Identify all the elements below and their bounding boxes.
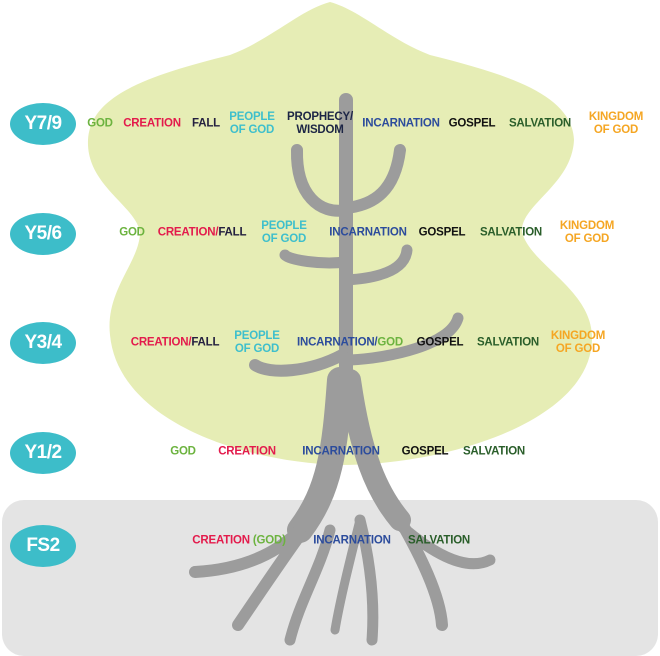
fall-part: FALL (218, 226, 247, 239)
label-line: KINGDOM (588, 111, 644, 123)
topic-salvation: SALVATION (508, 117, 572, 130)
topic-salvation: SALVATION (462, 445, 526, 458)
topic-incarnation: INCARNATION (313, 534, 391, 547)
god-part: GOD (377, 336, 404, 349)
topic-creation: CREATION (123, 117, 181, 130)
topic-prophecy-wisdom: PROPHECY/WISDOM (287, 111, 353, 137)
label-line: KINGDOM (559, 220, 615, 232)
incarnation-part: INCARNATION/ (296, 336, 378, 349)
topic-god: GOD (170, 445, 196, 458)
label-line: OF GOD (261, 233, 307, 245)
topic-gospel: GOSPEL (418, 226, 466, 239)
tree-trunk (189, 93, 496, 646)
label-line: OF GOD (229, 124, 275, 136)
topic-salvation: SALVATION (479, 226, 543, 239)
god-part: (GOD) (252, 534, 286, 547)
label-line: WISDOM (296, 124, 344, 136)
label-line: OF GOD (593, 124, 639, 136)
topic-gospel: GOSPEL (401, 445, 449, 458)
topic-creation-fall: CREATION/FALL (131, 337, 220, 350)
topic-gospel: GOSPEL (448, 117, 496, 130)
label-line: PEOPLE (229, 111, 275, 123)
topic-incarnation: INCARNATION (362, 117, 440, 130)
topic-creation-god: CREATION (GOD) (192, 534, 286, 548)
topic-god: GOD (87, 117, 113, 130)
creation-part: CREATION/ (157, 226, 219, 239)
label-line: PEOPLE (234, 330, 280, 342)
topic-incarnation: INCARNATION (329, 226, 407, 239)
year-badge-y3-4: Y3/4 (10, 322, 76, 364)
year-badge-y1-2: Y1/2 (10, 432, 76, 474)
topic-gospel: GOSPEL (416, 336, 464, 349)
creation-part: CREATION (192, 534, 250, 547)
year-badge-fs2: FS2 (10, 525, 76, 567)
label-line: PROPHECY/ (287, 111, 353, 123)
ground-panel (2, 500, 658, 656)
topic-god: GOD (119, 226, 145, 239)
topic-salvation: SALVATION (476, 336, 540, 349)
label-line: OF GOD (564, 233, 610, 245)
year-badge-y7-9: Y7/9 (10, 103, 76, 145)
label-line: PEOPLE (261, 220, 307, 232)
year-badge-y5-6: Y5/6 (10, 213, 76, 255)
topic-fall: FALL (192, 117, 220, 130)
creation-part: CREATION/ (130, 336, 192, 349)
topic-incarnation-god: INCARNATION/GOD (297, 337, 403, 350)
label-line: OF GOD (234, 343, 280, 355)
topic-creation-fall: CREATION/FALL (158, 227, 247, 240)
topic-incarnation: INCARNATION (302, 445, 380, 458)
fall-part: FALL (191, 336, 220, 349)
topic-creation: CREATION (218, 445, 276, 458)
label-line: KINGDOM (550, 330, 606, 342)
label-line: OF GOD (555, 343, 601, 355)
topic-salvation: SALVATION (407, 534, 471, 547)
